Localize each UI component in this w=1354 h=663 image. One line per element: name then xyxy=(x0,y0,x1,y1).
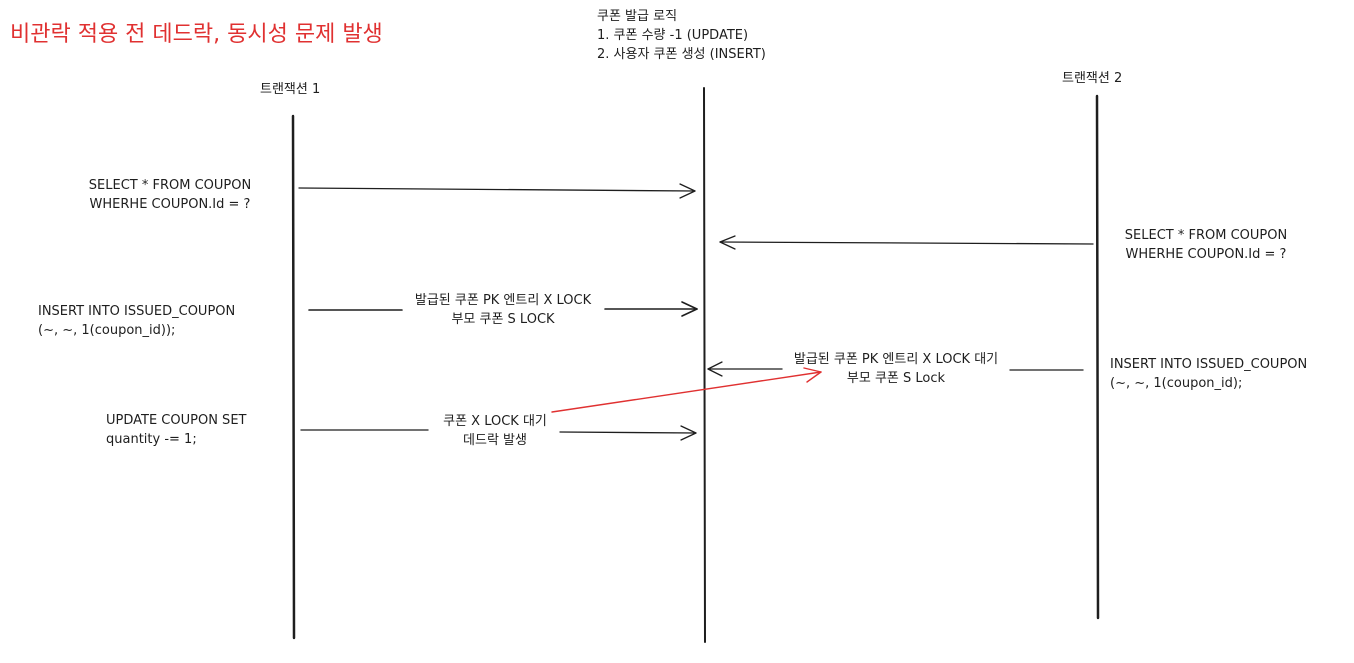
tx1-select-label: SELECT * FROM COUPON WHERHE COUPON.Id = … xyxy=(60,176,280,214)
tx1-insert-label: INSERT INTO ISSUED_COUPON (~, ~, 1(coupo… xyxy=(38,302,235,340)
logic-step-2: 2. 사용자 쿠폰 생성 (INSERT) xyxy=(597,47,766,62)
tx1-select-arrow xyxy=(298,187,696,192)
tx1-insert-lock-note: 발급된 쿠폰 PK 엔트리 X LOCK 부모 쿠폰 S LOCK xyxy=(383,291,623,329)
tx2-insert-line-1: INSERT INTO ISSUED_COUPON xyxy=(1110,357,1308,372)
tx1-update-arrowhead xyxy=(680,425,697,441)
tx1-update-label: UPDATE COUPON SET quantity -= 1; xyxy=(106,411,246,449)
tx1-insert-arrowhead xyxy=(681,301,698,317)
logic-lane-header: 쿠폰 발급 로직 1. 쿠폰 수량 -1 (UPDATE) 2. 사용자 쿠폰 … xyxy=(597,7,766,64)
logic-lifeline xyxy=(703,87,706,643)
tx2-header: 트랜잭션 2 xyxy=(1062,71,1123,86)
tx2-insert-lock-note: 발급된 쿠폰 PK 엔트리 X LOCK 대기 부모 쿠폰 S Lock xyxy=(766,350,1026,388)
tx2-insert-lock-line-2: 부모 쿠폰 S Lock xyxy=(846,371,946,386)
logic-heading: 쿠폰 발급 로직 xyxy=(597,9,678,24)
tx1-update-line-1: UPDATE COUPON SET xyxy=(106,413,247,428)
deadlock-arrowhead xyxy=(803,367,822,383)
tx2-select-arrowhead xyxy=(719,235,736,250)
tx1-select-arrowhead xyxy=(679,183,696,199)
tx1-lifeline xyxy=(291,114,296,640)
tx2-select-line-1: SELECT * FROM COUPON xyxy=(1124,228,1288,243)
tx2-select-arrow xyxy=(719,241,1094,245)
deadlock-arrow xyxy=(551,371,822,413)
tx2-select-label: SELECT * FROM COUPON WHERHE COUPON.Id = … xyxy=(1096,226,1316,264)
tx2-insert-arrowhead xyxy=(707,361,723,377)
tx2-select-line-2: WHERHE COUPON.Id = ? xyxy=(1125,247,1287,262)
tx1-update-line-2: quantity -= 1; xyxy=(106,432,197,447)
diagram-title: 비관락 적용 전 데드락, 동시성 문제 발생 xyxy=(10,22,383,47)
tx1-select-line-2: WHERHE COUPON.Id = ? xyxy=(89,197,251,212)
tx1-header: 트랜잭션 1 xyxy=(260,82,321,97)
tx1-update-lock-note: 쿠폰 X LOCK 대기 데드락 발생 xyxy=(415,412,575,450)
tx2-insert-line-2: (~, ~, 1(coupon_id); xyxy=(1110,376,1243,391)
tx1-update-lock-line-1: 쿠폰 X LOCK 대기 xyxy=(443,414,547,429)
deadlock-label: 데드락 발생 xyxy=(463,433,527,448)
tx1-insert-line-1: INSERT INTO ISSUED_COUPON xyxy=(38,304,236,319)
tx2-lifeline xyxy=(1095,94,1100,620)
tx1-update-arrow-right xyxy=(559,431,697,434)
logic-step-1: 1. 쿠폰 수량 -1 (UPDATE) xyxy=(597,28,749,43)
tx2-insert-label: INSERT INTO ISSUED_COUPON (~, ~, 1(coupo… xyxy=(1110,355,1307,393)
tx2-insert-lock-line-1: 발급된 쿠폰 PK 엔트리 X LOCK 대기 xyxy=(793,352,999,367)
tx1-insert-lock-line-1: 발급된 쿠폰 PK 엔트리 X LOCK xyxy=(414,293,592,308)
tx1-select-line-1: SELECT * FROM COUPON xyxy=(88,178,252,193)
tx1-insert-lock-line-2: 부모 쿠폰 S LOCK xyxy=(451,312,555,327)
tx1-insert-line-2: (~, ~, 1(coupon_id)); xyxy=(38,323,176,338)
